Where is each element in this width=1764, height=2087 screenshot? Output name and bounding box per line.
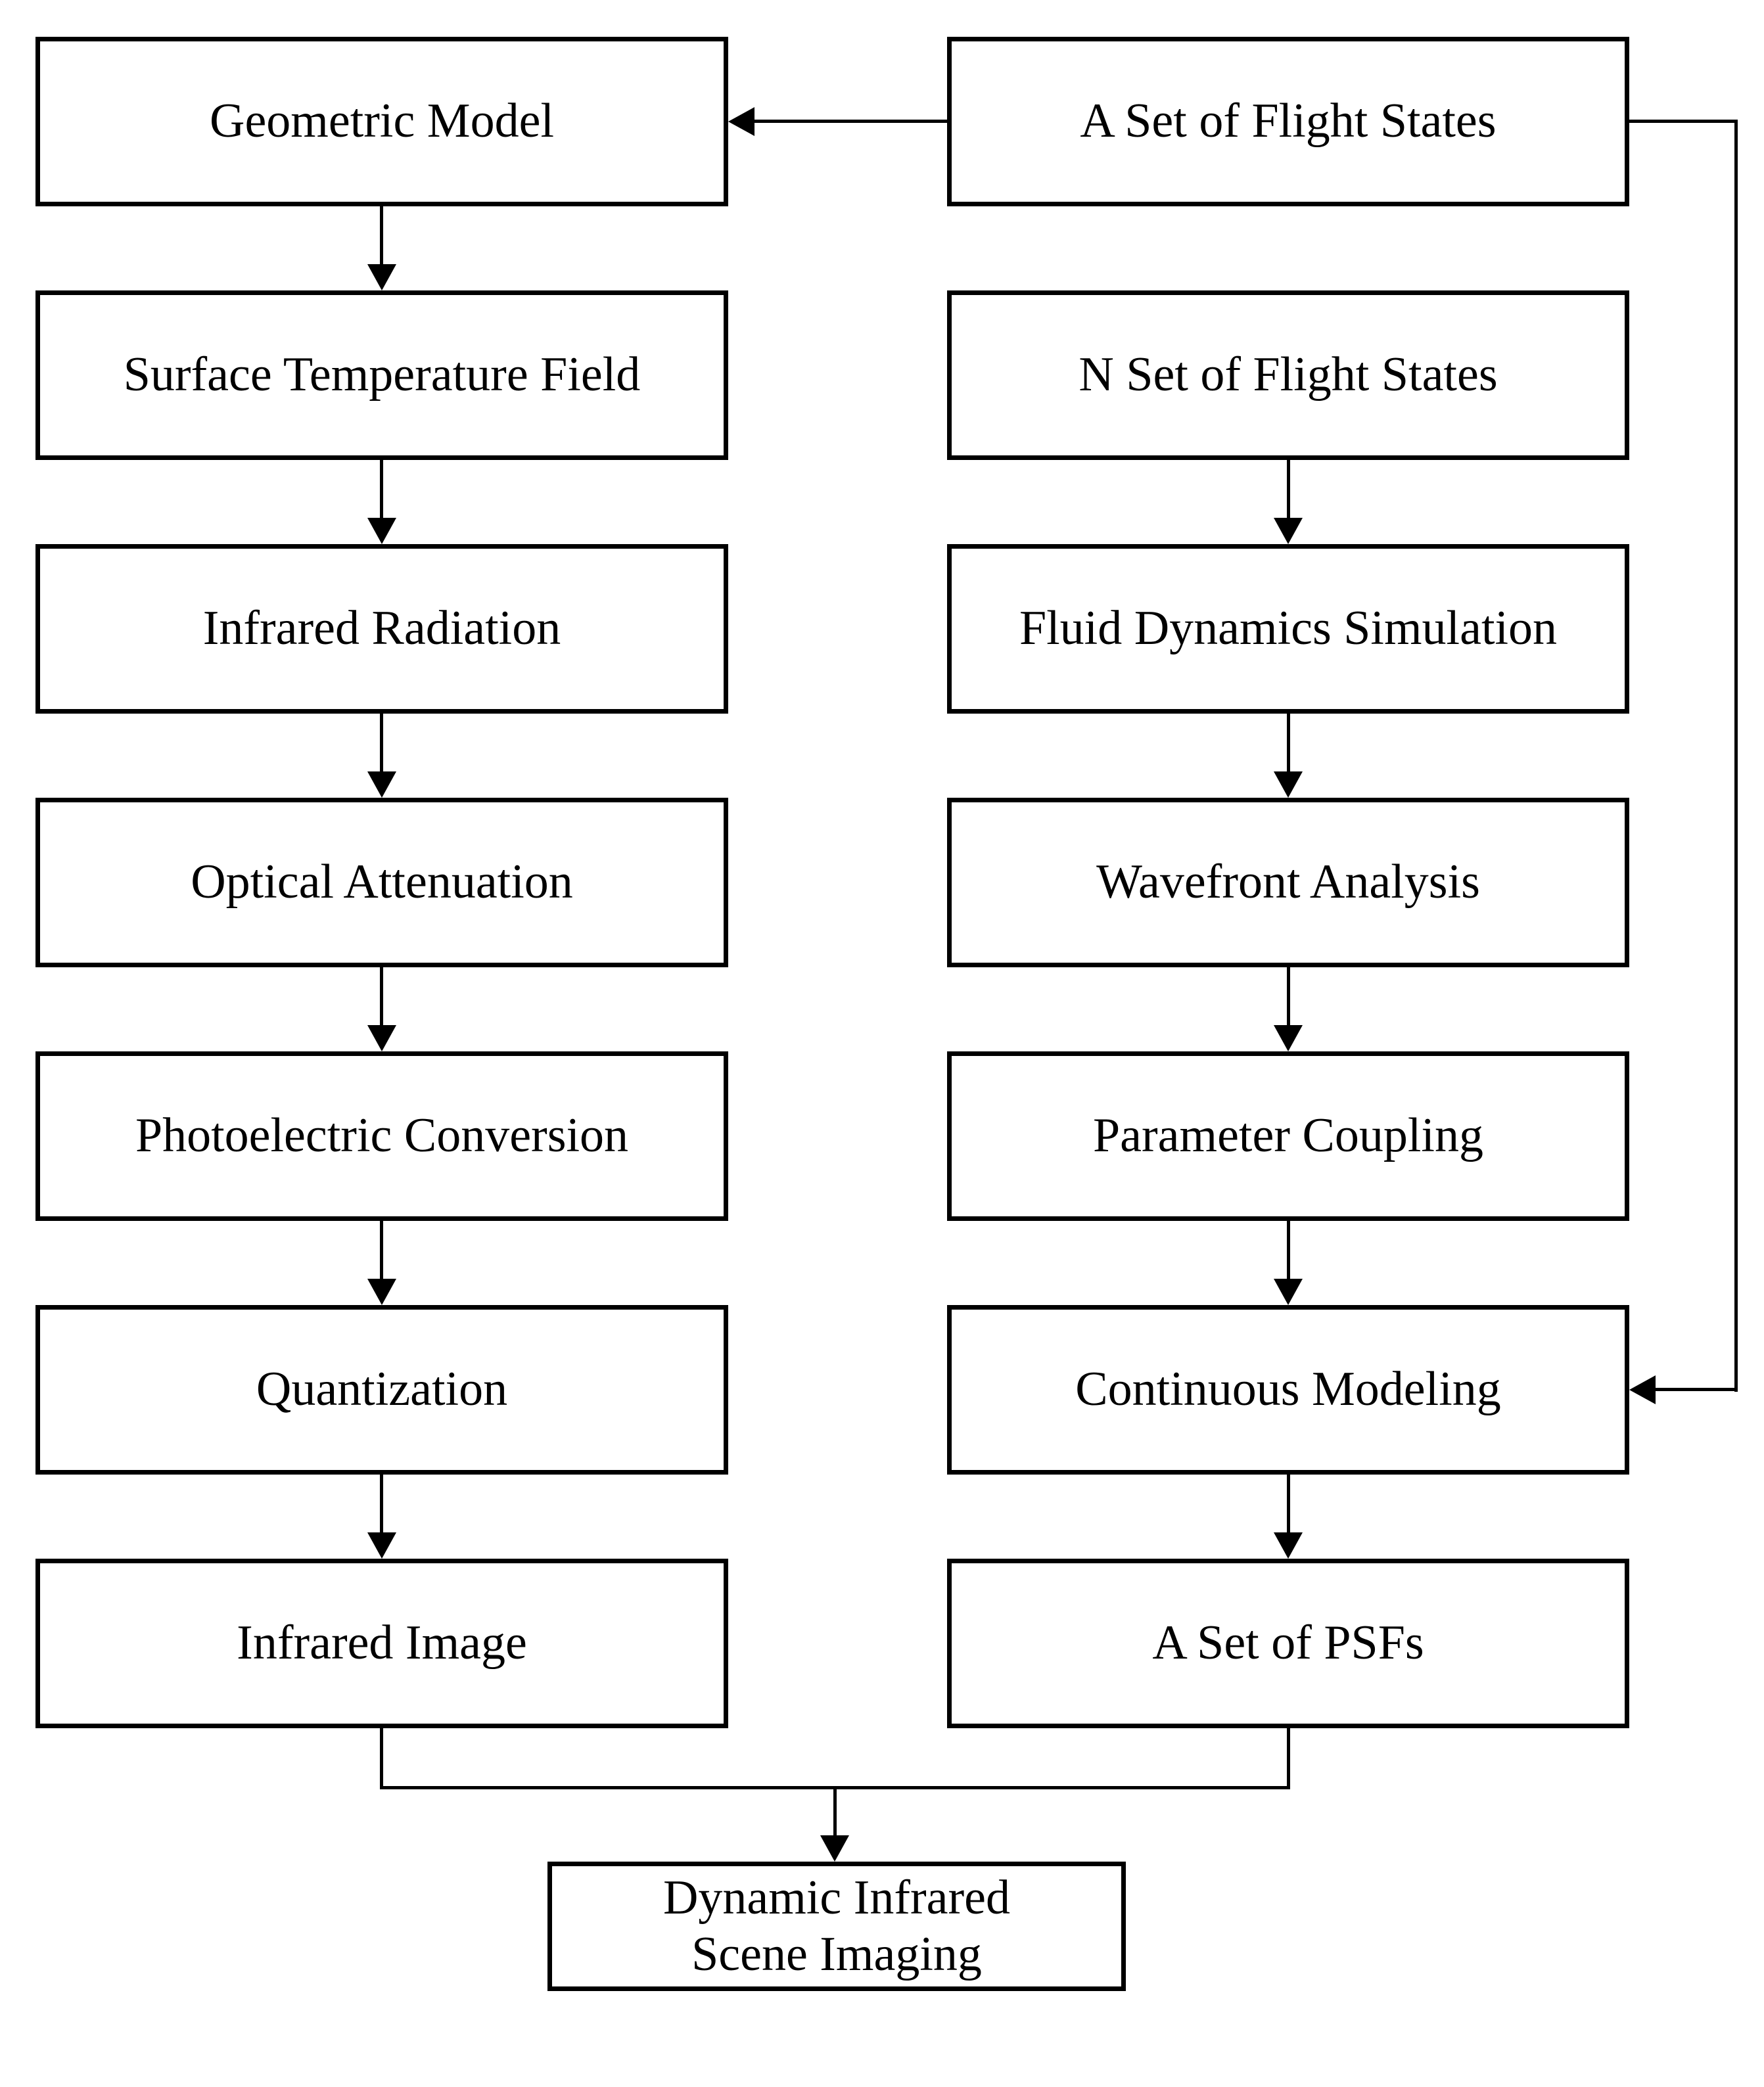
node-dynamic-infrared-scene-imaging: Dynamic Infrared Scene Imaging	[547, 1862, 1126, 1991]
node-surface-temperature-field: Surface Temperature Field	[35, 290, 728, 460]
arrow-down-icon	[367, 1025, 396, 1051]
node-continuous-modeling: Continuous Modeling	[947, 1305, 1629, 1475]
node-label: A Set of Flight States	[1080, 94, 1497, 149]
arrow-flight-to-geometric-shaft	[754, 120, 947, 123]
node-label: Wavefront Analysis	[1096, 855, 1480, 909]
arrow-left-icon	[728, 107, 754, 136]
node-label: Parameter Coupling	[1093, 1109, 1483, 1163]
node-quantization: Quantization	[35, 1305, 728, 1475]
arrow-down-icon	[1274, 1025, 1303, 1051]
arrow-down-icon	[1274, 771, 1303, 798]
node-infrared-image: Infrared Image	[35, 1559, 728, 1728]
node-label: Surface Temperature Field	[123, 348, 641, 402]
arrow-left-6-shaft	[380, 1473, 383, 1534]
node-label: Continuous Modeling	[1075, 1362, 1501, 1417]
rail-into-continuous-shaft	[1656, 1388, 1738, 1391]
rail-vertical-segment	[1734, 120, 1738, 1392]
node-label: Infrared Image	[237, 1616, 527, 1670]
arrow-left-icon	[1629, 1375, 1656, 1404]
arrow-down-icon	[1274, 1279, 1303, 1305]
node-n-set-of-flight-states: N Set of Flight States	[947, 290, 1629, 460]
arrow-right-1-shaft	[1287, 459, 1290, 519]
node-optical-attenuation: Optical Attenuation	[35, 798, 728, 967]
node-label-line1: Dynamic Infrared	[662, 1871, 1010, 1925]
arrow-right-5-shaft	[1287, 1473, 1290, 1534]
node-label-line2: Scene Imaging	[691, 1927, 982, 1981]
node-fluid-dynamics-simulation: Fluid Dynamics Simulation	[947, 544, 1629, 714]
arrow-down-icon	[1274, 518, 1303, 544]
arrow-down-icon	[367, 1532, 396, 1559]
arrow-down-icon	[367, 1279, 396, 1305]
arrow-left-1-shaft	[380, 205, 383, 265]
node-label: Geometric Model	[210, 94, 554, 149]
arrow-right-4-shaft	[1287, 1220, 1290, 1280]
node-label: A Set of PSFs	[1152, 1616, 1424, 1670]
node-label: Optical Attenuation	[191, 855, 573, 909]
node-wavefront-analysis: Wavefront Analysis	[947, 798, 1629, 967]
node-label: Photoelectric Conversion	[135, 1109, 629, 1163]
arrow-down-icon	[367, 771, 396, 798]
node-label: N Set of Flight States	[1079, 348, 1498, 402]
merge-drop-psfs	[1287, 1727, 1290, 1789]
node-a-set-of-flight-states: A Set of Flight States	[947, 37, 1629, 206]
arrow-right-3-shaft	[1287, 966, 1290, 1026]
arrow-left-2-shaft	[380, 459, 383, 519]
arrow-to-output-shaft	[833, 1786, 837, 1837]
node-a-set-of-psfs: A Set of PSFs	[947, 1559, 1629, 1728]
arrow-left-4-shaft	[380, 966, 383, 1026]
arrow-left-3-shaft	[380, 712, 383, 773]
node-parameter-coupling: Parameter Coupling	[947, 1051, 1629, 1221]
node-infrared-radiation: Infrared Radiation	[35, 544, 728, 714]
node-photoelectric-conversion: Photoelectric Conversion	[35, 1051, 728, 1221]
merge-drop-infrared-image	[380, 1727, 383, 1789]
rail-top-segment	[1629, 120, 1738, 123]
arrow-down-icon	[367, 264, 396, 290]
node-geometric-model: Geometric Model	[35, 37, 728, 206]
node-label: Quantization	[256, 1362, 508, 1417]
arrow-down-icon	[820, 1835, 849, 1862]
arrow-left-5-shaft	[380, 1220, 383, 1280]
node-label: Infrared Radiation	[202, 601, 561, 656]
node-label: Fluid Dynamics Simulation	[1019, 601, 1558, 656]
arrow-down-icon	[367, 518, 396, 544]
arrow-down-icon	[1274, 1532, 1303, 1559]
arrow-right-2-shaft	[1287, 712, 1290, 773]
